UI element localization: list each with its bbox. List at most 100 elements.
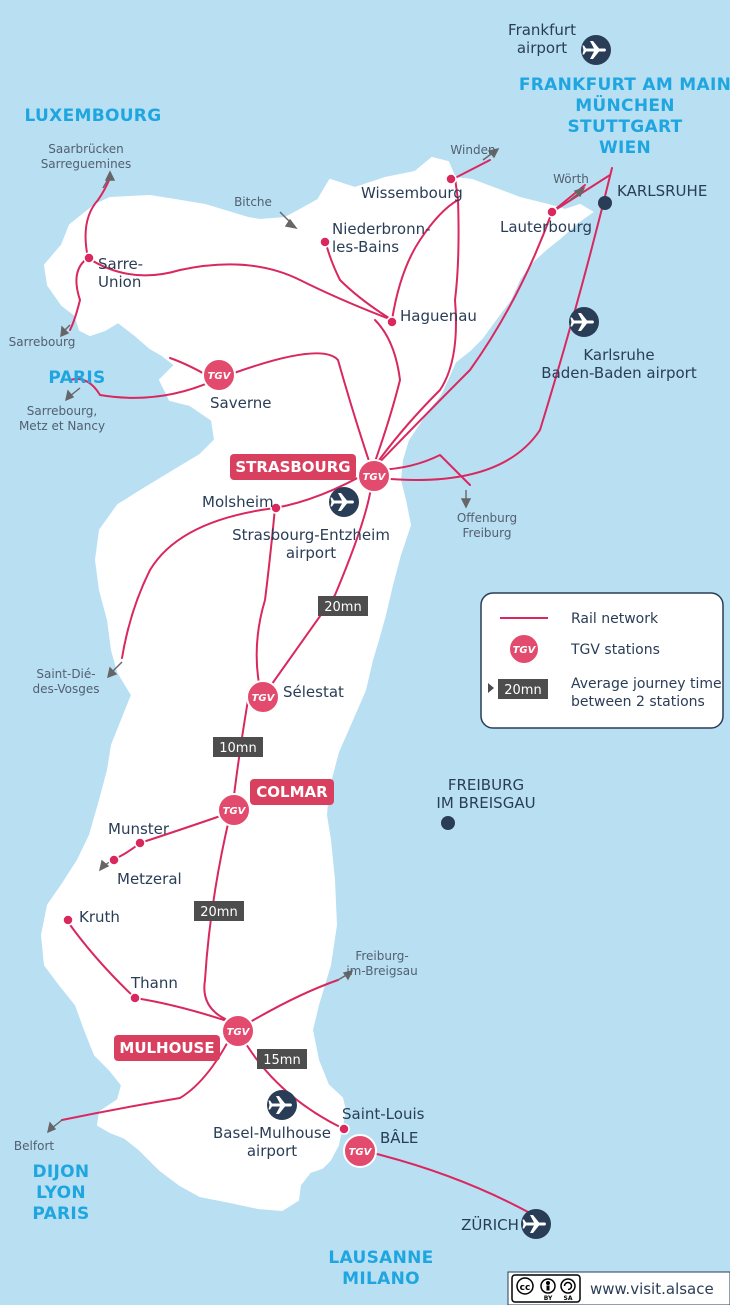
airport-frankfurt-icon <box>581 35 611 65</box>
svg-text:STRASBOURG: STRASBOURG <box>235 458 350 476</box>
cc-sa-text: SA <box>564 1295 573 1302</box>
website-link[interactable]: www.visit.alsace <box>590 1280 714 1298</box>
dest-sarrebourg-metz-2: Metz et Nancy <box>19 419 105 433</box>
region-south-west-1: DIJON <box>33 1162 90 1182</box>
journey-time-selestat-colmar: 10mn <box>213 737 263 757</box>
label-munster: Munster <box>108 820 170 838</box>
direction-arrows <box>47 147 586 1134</box>
label-niederbronn-2: les-Bains <box>332 238 399 256</box>
legend-tgv-swatch: TGV <box>508 633 540 665</box>
region-germany-2: MÜNCHEN <box>575 94 675 116</box>
footer: cc BY SA www.visit.alsace <box>507 1271 730 1305</box>
station-dot-lauterbourg <box>546 206 558 218</box>
label-airport-strasbourg-1: Strasbourg-Entzheim <box>232 526 390 544</box>
dest-freiburg-breigsau-2: im-Breigsau <box>346 964 417 978</box>
station-dot-wissembourg <box>445 173 457 185</box>
airport-basel-icon <box>267 1090 297 1120</box>
label-kruth: Kruth <box>79 908 120 926</box>
airport-karlsruhe-icon <box>569 307 599 337</box>
region-south-2: MILANO <box>342 1269 420 1289</box>
label-thann: Thann <box>130 974 178 992</box>
region-germany-4: WIEN <box>599 138 651 158</box>
tgv-logo: TGV <box>208 371 232 382</box>
dest-saint-die-1: Saint-Dié- <box>36 667 95 681</box>
station-dot-metzeral <box>108 854 120 866</box>
station-dots <box>62 173 558 1135</box>
dest-sarrebourg-metz-1: Sarrebourg, <box>27 404 97 418</box>
dest-freiburg-breigsau-1: Freiburg- <box>355 949 408 963</box>
tgv-station-bale: TGV <box>343 1134 377 1168</box>
tag-colmar: COLMAR <box>250 779 334 805</box>
label-airport-karlsruhe-2: Baden-Baden airport <box>541 364 697 382</box>
label-metzeral: Metzeral <box>117 870 182 888</box>
tag-strasbourg: STRASBOURG <box>230 454 356 480</box>
region-luxembourg: LUXEMBOURG <box>25 106 162 126</box>
station-dot-saint-louis <box>338 1123 350 1135</box>
label-airport-basel-2: airport <box>247 1142 297 1160</box>
label-karlsruhe: KARLSRUHE <box>617 182 707 200</box>
label-selestat: Sélestat <box>283 683 344 701</box>
legend: Rail network TGV TGV stations 20mn Avera… <box>480 592 724 729</box>
dest-winden: Winden <box>450 143 495 157</box>
airport-strasbourg-icon <box>329 487 359 517</box>
svg-text:15mn: 15mn <box>263 1053 300 1068</box>
tgv-logo: TGV <box>363 472 387 483</box>
label-haguenau: Haguenau <box>400 307 477 325</box>
city-dot-freiburg <box>441 816 455 830</box>
dest-worth: Wörth <box>553 172 589 186</box>
dest-sarrebourg: Sarrebourg <box>9 335 76 349</box>
legend-time-swatch: 20mn <box>488 679 548 699</box>
label-freiburg-2: IM BREISGAU <box>436 794 535 812</box>
alsace-land <box>40 156 594 1212</box>
label-lauterbourg: Lauterbourg <box>500 218 592 236</box>
journey-time-colmar-mulhouse: 20mn <box>194 901 244 921</box>
svg-text:20mn: 20mn <box>504 683 541 698</box>
region-south-west-2: LYON <box>36 1183 86 1203</box>
tgv-logo: TGV <box>513 645 537 656</box>
label-molsheim: Molsheim <box>202 493 274 511</box>
journey-time-mulhouse-bale: 15mn <box>257 1049 307 1069</box>
station-dot-munster <box>134 837 146 849</box>
tgv-station-saverne: TGV <box>202 358 236 392</box>
label-sarre-union-2: Union <box>98 273 141 291</box>
city-dot-karlsruhe <box>598 196 612 210</box>
tgv-logo: TGV <box>223 806 247 817</box>
airport-zurich-icon <box>521 1209 551 1239</box>
cc-license-badge: cc BY SA <box>511 1274 581 1303</box>
label-airport-frankfurt-1: Frankfurt <box>508 21 576 39</box>
label-zurich: ZÜRICH <box>461 1215 519 1234</box>
region-south-1: LAUSANNE <box>328 1248 433 1268</box>
svg-text:10mn: 10mn <box>219 741 256 756</box>
label-niederbronn-1: Niederbronn- <box>332 220 431 238</box>
tag-mulhouse: MULHOUSE <box>114 1035 220 1061</box>
station-dot-sarre-union <box>83 252 95 264</box>
legend-time-label-1: Average journey time <box>571 676 722 692</box>
station-dot-haguenau <box>386 316 398 328</box>
dest-saint-die-2: des-Vosges <box>32 682 99 696</box>
region-germany-1: FRANKFURT AM MAIN <box>519 75 730 95</box>
svg-text:20mn: 20mn <box>324 600 361 615</box>
tgv-logo: TGV <box>349 1147 373 1158</box>
tgv-station-strasbourg: TGV <box>357 459 391 493</box>
legend-time-label-2: between 2 stations <box>571 694 705 710</box>
dest-bitche: Bitche <box>234 195 272 209</box>
station-dot-niederbronn <box>319 236 331 248</box>
tgv-logo: TGV <box>252 693 276 704</box>
label-saverne: Saverne <box>210 394 271 412</box>
region-germany-3: STUTTGART <box>568 117 683 137</box>
station-dot-thann <box>129 992 141 1004</box>
dest-offenburg-2: Freiburg <box>463 526 512 540</box>
station-dot-molsheim <box>270 502 282 514</box>
label-sarre-union-1: Sarre- <box>98 255 143 273</box>
journey-time-strasbourg-selestat: 20mn <box>318 596 368 616</box>
tgv-station-selestat: TGV <box>246 680 280 714</box>
cc-by-text: BY <box>544 1295 553 1302</box>
legend-tgv-label: TGV stations <box>570 642 660 658</box>
label-airport-frankfurt-2: airport <box>517 39 567 57</box>
label-saint-louis: Saint-Louis <box>342 1105 425 1123</box>
legend-rail-label: Rail network <box>571 611 659 627</box>
region-south-west-3: PARIS <box>32 1204 89 1224</box>
label-freiburg-1: FREIBURG <box>448 776 524 794</box>
label-airport-basel-1: Basel-Mulhouse <box>213 1124 331 1142</box>
